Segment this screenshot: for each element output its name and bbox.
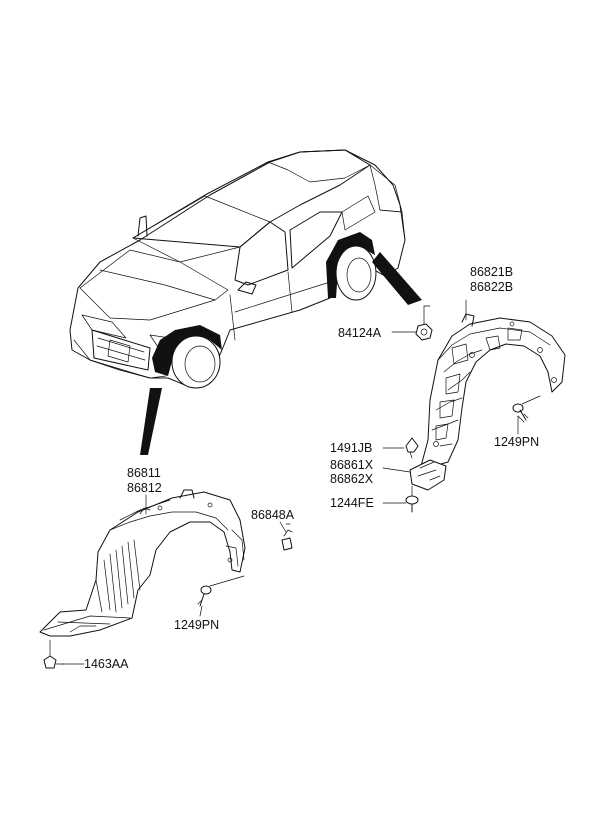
label-rear-lower: 86822B [470,280,513,294]
label-rear-bracket-lower: 86862X [330,472,374,486]
label-rear-nut: 84124A [338,326,382,340]
label-front-upper: 86811 [127,466,161,480]
front-wheel-guard [39,489,246,637]
label-rear-screw: 1249PN [494,435,539,449]
front-clip-part [281,523,293,551]
callout-labels: 86821B 86822B 84124A 1249PN 1491JB 86861… [84,265,539,671]
label-front-clip: 86848A [251,508,295,522]
rear-wheel-guard [419,313,566,471]
label-front-screw: 1249PN [174,618,219,632]
label-rear-bolt: 1244FE [330,496,374,510]
leader-lines [61,299,519,665]
front-liner-pointer [140,388,162,455]
rear-bolt-part [405,485,419,513]
rear-bracket-part [409,459,447,491]
label-rear-bracket-upper: 86861X [330,458,374,472]
front-screw-part [197,575,245,607]
front-nut-part [43,639,65,669]
rear-clip-part [405,437,419,459]
rear-screw-part [512,395,541,423]
rear-liner-pointer [372,252,422,305]
label-rear-clip: 1491JB [330,441,372,455]
label-rear-upper: 86821B [470,265,513,279]
rear-nut-part [415,305,433,341]
car-illustration [69,149,406,389]
label-front-nut: 1463AA [84,657,129,671]
label-front-lower: 86812 [127,481,162,495]
